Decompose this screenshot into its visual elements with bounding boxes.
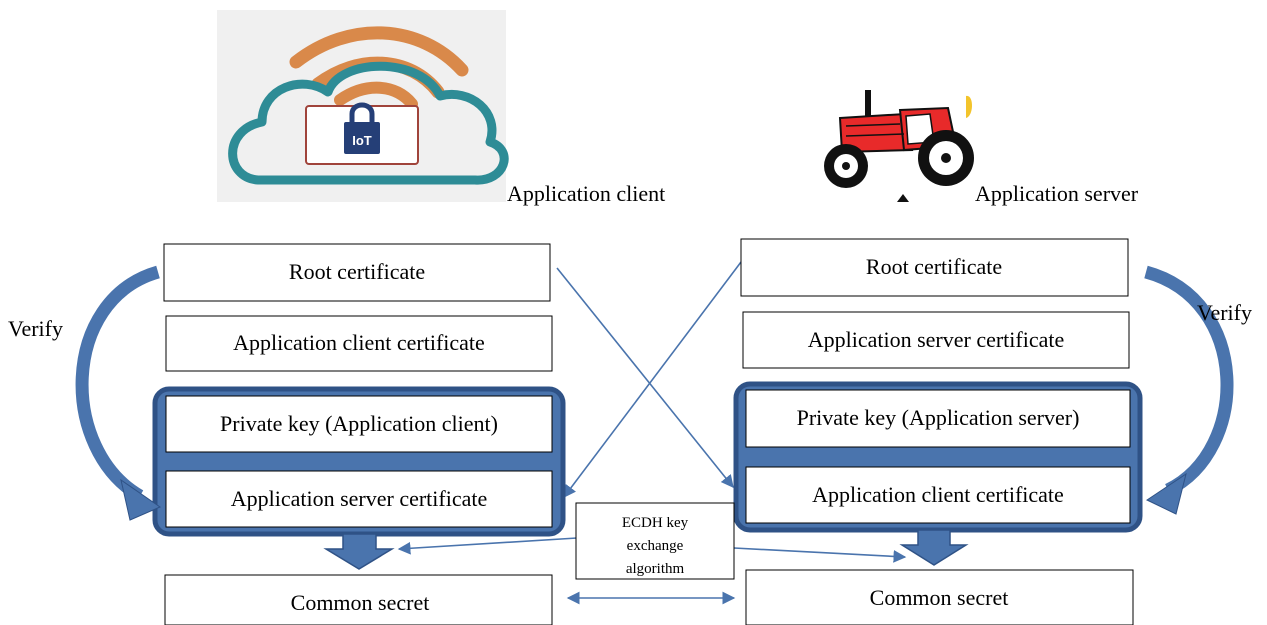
client-common-secret-box xyxy=(164,574,553,625)
client-peer-certificate-box xyxy=(165,470,553,528)
server-private-key-label: Private key (Application server) xyxy=(797,405,1080,430)
server-root-certificate-box xyxy=(740,238,1129,297)
server-peer-certificate-label: Application client certificate xyxy=(812,482,1064,507)
client-peer-certificate-label: Application server certificate xyxy=(231,486,488,511)
server-verify-label: Verify xyxy=(1197,300,1252,325)
server-down-arrow xyxy=(899,529,969,566)
server-private-key-box xyxy=(745,389,1131,448)
client-down-arrow xyxy=(323,533,395,570)
ecdh-to-client-arrow xyxy=(397,537,578,555)
client-root-to-server-arrow xyxy=(556,267,734,488)
client-verify-arrow xyxy=(75,265,160,502)
tractor-icon xyxy=(824,72,974,202)
client-private-key-box xyxy=(165,395,553,453)
client-own-certificate-box xyxy=(165,315,553,372)
client-root-certificate-label: Root certificate xyxy=(289,259,425,284)
server-root-to-client-arrow xyxy=(563,261,742,499)
server-own-certificate-box xyxy=(742,311,1130,369)
client-verify-label: Verify xyxy=(8,316,63,341)
server-common-secret-box xyxy=(745,569,1134,625)
ecdh-line-1: ECDH key xyxy=(622,515,689,531)
ecdh-to-server-arrow xyxy=(733,547,907,563)
client-private-key-label: Private key (Application client) xyxy=(220,411,498,436)
client-root-certificate-box xyxy=(163,243,551,302)
ecdh-line-3: algorithm xyxy=(626,561,685,577)
server-common-secret-label: Common secret xyxy=(870,585,1009,610)
server-peer-certificate-box xyxy=(745,466,1131,524)
iot-cloud-icon: IoT xyxy=(217,10,509,202)
ecdh-box xyxy=(575,502,735,580)
iot-logo-label: IoT xyxy=(352,133,372,148)
client-caption: Application client xyxy=(507,181,665,206)
server-root-certificate-label: Root certificate xyxy=(866,254,1002,279)
server-own-certificate-label: Application server certificate xyxy=(808,327,1065,352)
ecdh-line-2: exchange xyxy=(627,538,684,554)
server-verify-arrow xyxy=(1144,265,1234,496)
client-own-certificate-label: Application client certificate xyxy=(233,330,485,355)
client-common-secret-label: Common secret xyxy=(291,590,430,615)
server-caption: Application server xyxy=(975,181,1139,206)
